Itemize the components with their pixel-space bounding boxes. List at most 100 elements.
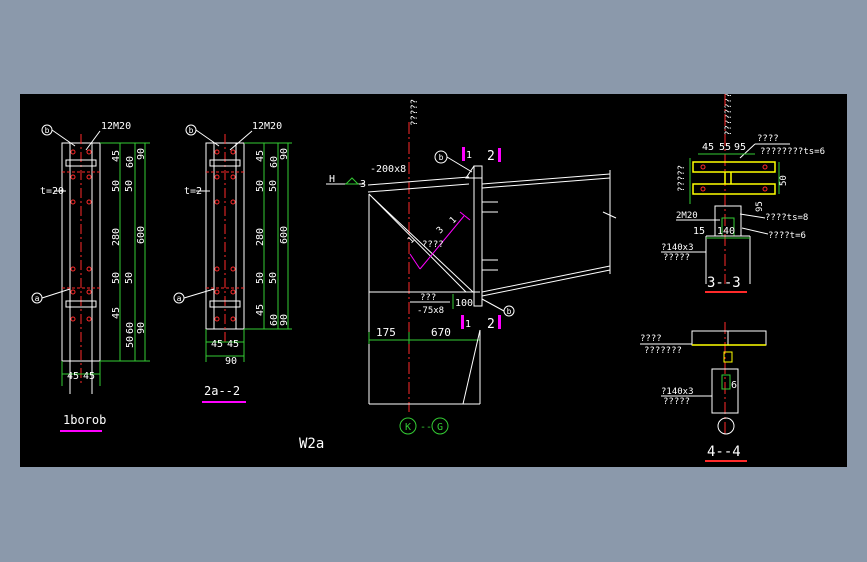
dim-text: 90	[279, 148, 290, 160]
detail-b-slot	[209, 159, 241, 167]
elevation-vertical-tag: ?????	[410, 99, 420, 126]
stiffener-plate-label: -75x8	[417, 306, 444, 316]
detail-a-callout-a-label: a	[35, 294, 40, 303]
section-3-top-flange	[692, 161, 776, 173]
bolt-hole	[230, 289, 236, 295]
section-3-label-1: ????	[757, 134, 779, 144]
detail-a-slot	[65, 159, 97, 167]
dim-text: 60	[269, 156, 280, 168]
bolt-hole	[230, 149, 236, 155]
section-4-top-plate	[691, 330, 767, 346]
section-4: ???? ??????? 6 ?140x3 ????? 4--4	[640, 322, 767, 462]
rafter-flange	[481, 173, 611, 185]
bolt-hole	[214, 266, 220, 272]
rafter-flange	[481, 177, 611, 189]
detail-a-callout-b	[41, 124, 53, 136]
dim-text: 15	[693, 226, 705, 237]
bolt-hole	[86, 289, 92, 295]
brace-line	[368, 193, 467, 293]
dim-text: 45	[702, 142, 714, 153]
dim-text: 100	[455, 298, 473, 309]
section-3-left-tag: ?????	[677, 165, 687, 192]
dim-text: 90	[225, 356, 237, 367]
section-cut	[409, 253, 421, 270]
cad-drawing: b a 12M20 t=20 45 60 90 50 50 280 600 50…	[31, 94, 825, 462]
section-4-label-1: ????	[640, 334, 662, 344]
bolt-hole	[86, 149, 92, 155]
section-4-plate: ?140x3	[661, 387, 694, 397]
section-3-bottom-flange	[692, 183, 776, 195]
dim-text: 175	[376, 326, 396, 339]
axis-bubble-g	[431, 417, 449, 435]
bolt-hole	[70, 199, 76, 205]
dim-text: 670	[431, 326, 451, 339]
section-3-t6: ????t=6	[768, 231, 806, 241]
detail-b-bolt-holes	[214, 149, 236, 322]
rafter-flange	[481, 265, 611, 293]
detail-b-slot	[209, 300, 241, 308]
bolt-hole	[214, 316, 220, 322]
detail-b-callout-b-label: b	[189, 126, 194, 135]
cad-drawing-canvas[interactable]: b a 12M20 t=20 45 60 90 50 50 280 600 50…	[20, 94, 847, 467]
dim-text: 280	[111, 228, 122, 246]
section-4-plate-note: ?????	[663, 397, 690, 407]
leader-line	[741, 227, 769, 235]
elevation-callout-b-label: b	[439, 153, 444, 162]
rafter-flange	[481, 269, 611, 297]
brace-line	[372, 197, 474, 293]
dim-text: 90	[136, 148, 147, 160]
detail-b-right-dims: 45 60 90 50 50 280 600 50 50 45 60 90	[244, 142, 292, 330]
detail-a: b a 12M20 t=20 45 60 90 50 50 280 600 50…	[31, 121, 150, 432]
leader-line	[229, 130, 253, 151]
bolt-hole	[230, 174, 236, 180]
dim-text: 50	[124, 180, 135, 192]
column-flange	[462, 329, 481, 405]
detail-b: b a 12M20 t=2 45 60 90 50 50 280 600 50 …	[173, 121, 292, 403]
dim-text: 95	[734, 142, 746, 153]
section-3-plate-note: ?????	[663, 253, 690, 263]
elevation-diag-mark: 1	[406, 235, 417, 246]
break-mark	[602, 211, 617, 219]
dim-text: 60	[269, 314, 280, 326]
bolt-hole	[214, 149, 220, 155]
bolt-hole	[214, 289, 220, 295]
dim-text: 45	[67, 371, 79, 382]
dim-text: 50	[255, 272, 266, 284]
section-label: 2	[487, 317, 495, 332]
dim-text: 6	[731, 380, 737, 391]
detail-a-callout-b-label: b	[45, 126, 50, 135]
section-3-plate: ?140x3	[661, 243, 694, 253]
section-label: 2	[487, 149, 495, 164]
leader-line	[195, 129, 220, 147]
axis-bubble-k	[399, 417, 417, 435]
dim-text: 50	[125, 336, 136, 348]
section-4-inner	[721, 374, 731, 390]
bolt-hole	[86, 266, 92, 272]
elevation-diag-mark: 3	[360, 179, 366, 190]
dim-text: 140	[717, 226, 735, 237]
bolt-hole	[214, 174, 220, 180]
detail-a-title: 1borob	[63, 413, 106, 427]
elevation-weld-label: ????	[422, 240, 444, 250]
bolt-hole	[230, 199, 236, 205]
section-3-bolts	[700, 164, 768, 192]
rafter-top-line	[367, 176, 470, 186]
dim-text: 60	[125, 322, 136, 334]
dim-text: 45	[111, 307, 122, 319]
detail-a-bolt-label: 12M20	[101, 121, 131, 132]
detail-b-callout-a-label: a	[177, 294, 182, 303]
section-4-stiffener	[711, 368, 739, 414]
section-3-label-2: ????????ts=6	[760, 147, 825, 157]
sheet-label: W2a	[299, 436, 324, 452]
bolt-hole	[70, 289, 76, 295]
detail-a-right-dims: 45 60 90 50 50 280 600 50 50 45 60 90 50	[100, 142, 150, 362]
dim-text: 45	[111, 150, 122, 162]
dim-text: 55	[719, 142, 731, 153]
leader-line	[739, 213, 766, 219]
section-marker	[498, 148, 501, 162]
elevation-diag-mark: 1	[448, 215, 459, 226]
dim-text: 45	[83, 371, 95, 382]
section-4-label-2: ???????	[644, 346, 682, 356]
bolt-hole	[70, 174, 76, 180]
axis-label: G	[437, 422, 443, 433]
